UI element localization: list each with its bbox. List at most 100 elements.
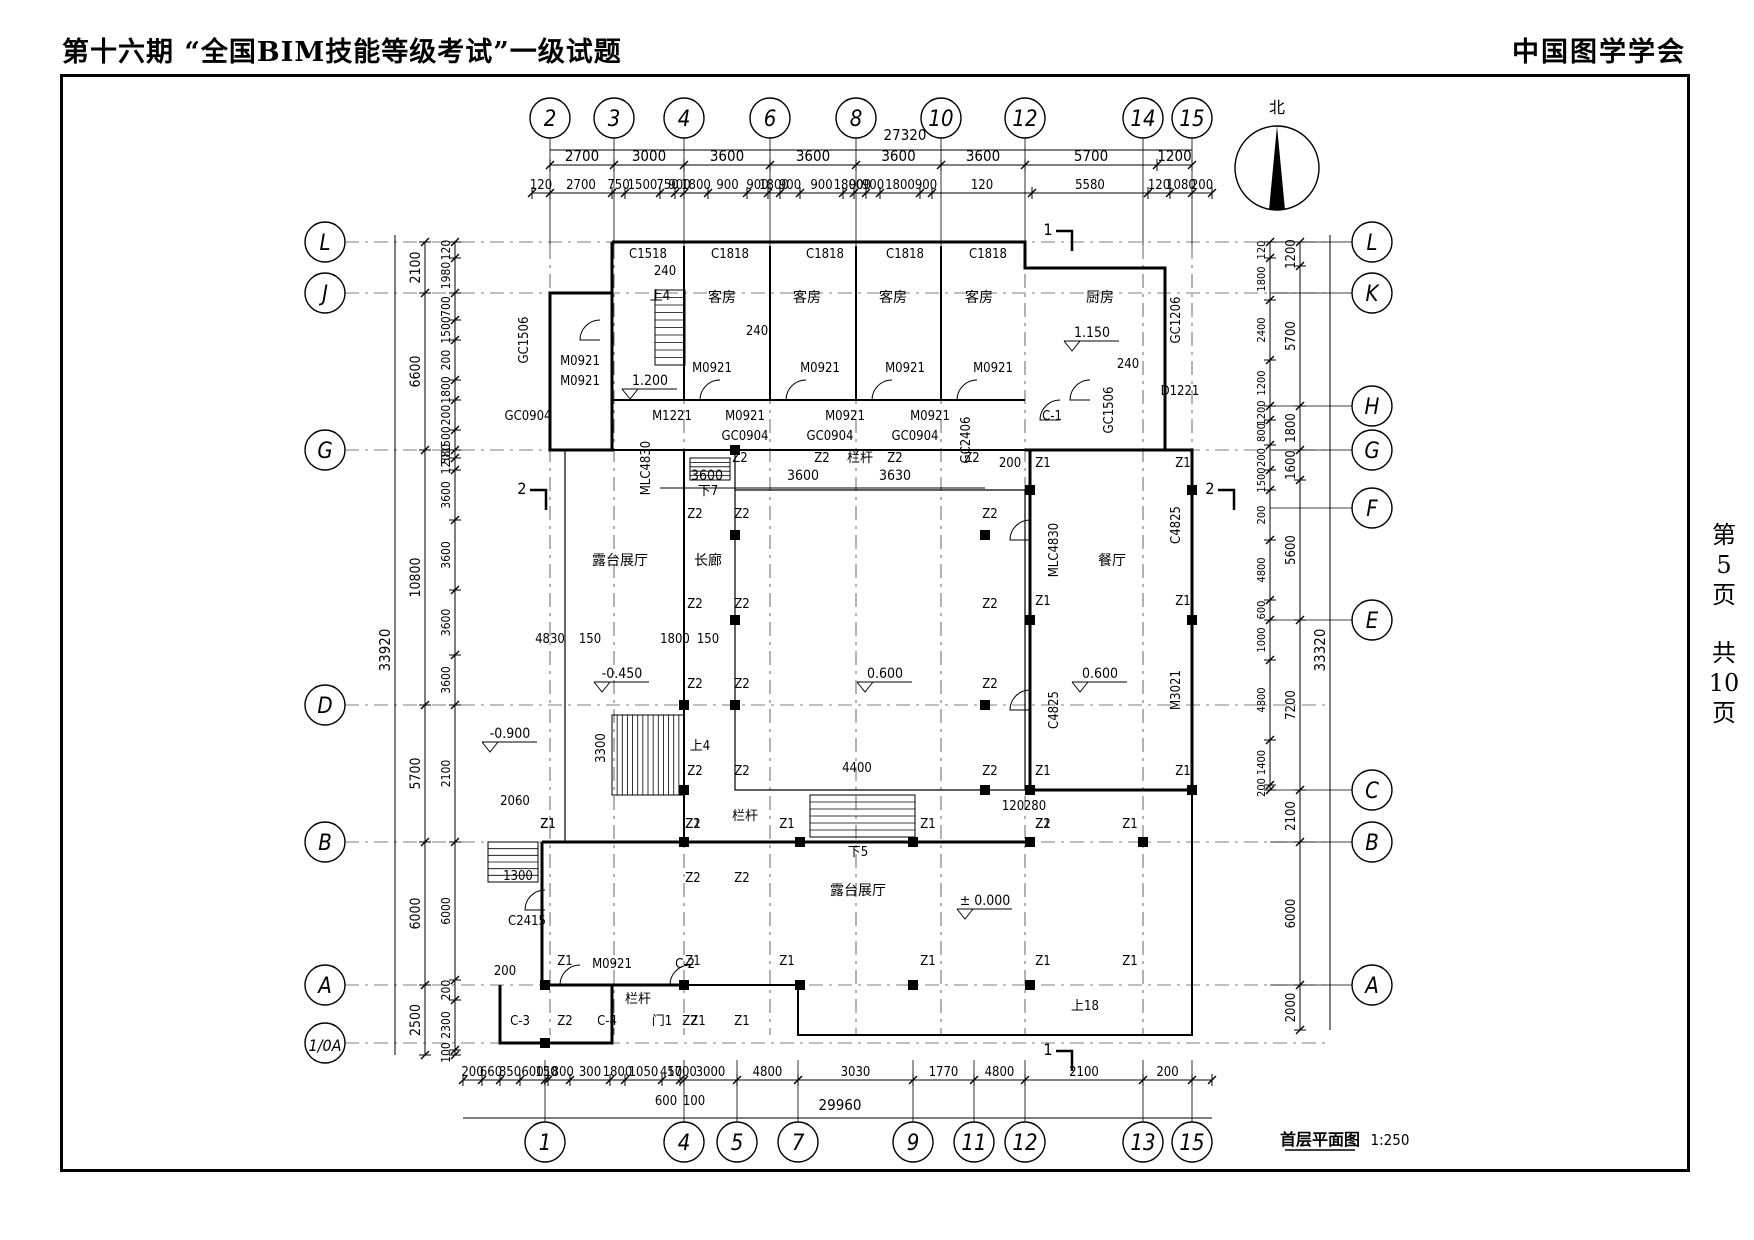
page-ye: 页 xyxy=(1712,581,1736,609)
dim-top-2-slash xyxy=(763,188,773,198)
dim-left-2-text: 200 xyxy=(439,980,453,1001)
axis-right-E-label: E xyxy=(1366,609,1379,634)
dim-bottom-1-slash xyxy=(679,1075,689,1085)
dim-right-1-slash xyxy=(1295,261,1305,271)
dim-right-2-slash xyxy=(1265,253,1275,263)
axis-top-10-label: 10 xyxy=(928,107,953,132)
dim-bottom-1-text: 1050 xyxy=(629,1065,659,1080)
dim-right-1-slash xyxy=(1295,1025,1305,1035)
dim-top-2-slash xyxy=(849,188,859,198)
dim-top-1-text: 3600 xyxy=(710,147,744,165)
column-4 xyxy=(679,785,689,795)
plan-label-41: 下7 xyxy=(698,484,718,499)
dim-top-2-text: 900 xyxy=(810,178,832,193)
room-label-8: 露台展厅 xyxy=(830,883,886,899)
axis-top-6-label: 6 xyxy=(764,107,777,132)
column-19 xyxy=(1187,615,1197,625)
inner-dim-2: 3630 xyxy=(879,468,911,484)
column-label-0: Z2 xyxy=(732,451,747,466)
dim-left-2-text: 120 xyxy=(439,240,453,261)
plan-label-9: M0921 xyxy=(885,361,925,376)
plan-label-5: M0921 xyxy=(560,354,600,369)
dim-left-2-text: 3600 xyxy=(439,541,453,569)
dim-left-2-slash xyxy=(450,445,460,455)
wall-west-guest xyxy=(548,242,614,452)
door-swing-4 xyxy=(1069,379,1091,401)
axis-bottom-12-label: 12 xyxy=(1012,1131,1037,1156)
column-label-7: Z2 xyxy=(734,597,749,612)
dim-bottom-1-slash xyxy=(908,1075,918,1085)
dim-right-2-slash xyxy=(1265,535,1275,545)
dim-top-2-text: 120 xyxy=(1148,178,1170,193)
elevation-1: 1.200 xyxy=(632,373,668,389)
plan-label-2: C1818 xyxy=(806,247,844,262)
axis-right-C-label: C xyxy=(1365,779,1379,804)
column-11 xyxy=(1025,980,1035,990)
dim-right-1-slash xyxy=(1295,615,1305,625)
dim-left-2-slash xyxy=(450,975,460,985)
dim-left-2-slash xyxy=(450,465,460,475)
dim-bottom-1-slash xyxy=(620,1075,630,1085)
axis-right-K-label: K xyxy=(1366,282,1381,307)
room-label-7: 长廊 xyxy=(694,552,722,569)
dim-right-2-text: 120 xyxy=(1255,241,1268,260)
plan-label-39: 上18 xyxy=(1071,999,1099,1014)
dim-left-2-text: 1500 xyxy=(439,316,453,344)
elevation-mark-0 xyxy=(1063,340,1119,352)
column-22 xyxy=(980,530,990,540)
dim-right-2-slash xyxy=(1265,785,1275,795)
column-label-15: Z2 xyxy=(982,764,997,779)
dim-left-2-text: 1980 xyxy=(439,262,453,290)
exam-title: 第十六期 “全国BIM技能等级考试”一级试题 xyxy=(62,37,622,68)
drawing-scale: 1:250 xyxy=(1371,1131,1410,1149)
drawing-title: 首层平面图 xyxy=(1280,1130,1360,1149)
column-21 xyxy=(1187,785,1197,795)
room-label-4: 厨房 xyxy=(1086,290,1114,306)
elevation-4: 0.600 xyxy=(1082,666,1118,682)
plan-label-29: M3021 xyxy=(1169,670,1184,710)
north-arrow-pointer xyxy=(1269,126,1285,210)
dim-bottom-1-text: 200 xyxy=(461,1065,483,1080)
dim-bottom-1-text: 600 xyxy=(521,1065,543,1080)
plan-label-22: D1221 xyxy=(1161,384,1200,399)
column-label-34: Z1 xyxy=(779,954,794,969)
plan-label-55: 200 xyxy=(999,456,1021,471)
section-mark-1: 2 xyxy=(517,479,526,498)
column-label-30: Z1 xyxy=(1035,817,1050,832)
door-swing-1 xyxy=(785,379,807,401)
dim-right-2-text: 600 xyxy=(1255,601,1268,620)
dim-bottom-2a: 600 xyxy=(655,1094,677,1109)
dim-right-2-slash xyxy=(1265,415,1275,425)
dim-bottom-1-text: 200 xyxy=(1156,1065,1178,1080)
column-label-28: Z1 xyxy=(779,817,794,832)
elevation-2: -0.450 xyxy=(602,666,643,682)
column-6 xyxy=(795,837,805,847)
plan-label-57: 240 xyxy=(746,324,768,339)
dim-right-1-text: 1600 xyxy=(1284,450,1299,480)
column-8 xyxy=(980,785,990,795)
dim-top-2-slash xyxy=(861,188,871,198)
column-label-36: Z1 xyxy=(1035,954,1050,969)
dim-top-1-slash xyxy=(609,160,619,170)
dim-top-2-slash xyxy=(620,188,630,198)
dim-top-1-slash xyxy=(1020,160,1030,170)
dim-left-2-text: 3600 xyxy=(439,609,453,637)
column-label-24: Z1 xyxy=(1035,764,1050,779)
plan-label-49: 150 xyxy=(697,632,719,647)
elevation-5: -0.900 xyxy=(490,726,531,742)
dim-top-2-text: 900 xyxy=(779,178,801,193)
dim-right-1-slash xyxy=(1295,980,1305,990)
axis-bottom-4-label: 4 xyxy=(678,1131,691,1156)
dim-bottom-1-slash xyxy=(657,1075,667,1085)
dim-left-2-slash xyxy=(450,1045,460,1055)
dim-left-2-text: 100 xyxy=(439,1042,453,1063)
axis-right-A-label: A xyxy=(1363,974,1379,999)
dim-right-2-text: 1200 xyxy=(1255,400,1268,425)
dim-top-1-slash xyxy=(1152,160,1162,170)
column-9 xyxy=(1025,837,1035,847)
column-label-9: Z2 xyxy=(734,677,749,692)
plan-label-7: M0921 xyxy=(692,361,732,376)
dim-left-1-text: 6000 xyxy=(408,897,424,929)
dim-left-1-slash xyxy=(420,237,430,247)
dim-top-2-slash xyxy=(607,188,617,198)
